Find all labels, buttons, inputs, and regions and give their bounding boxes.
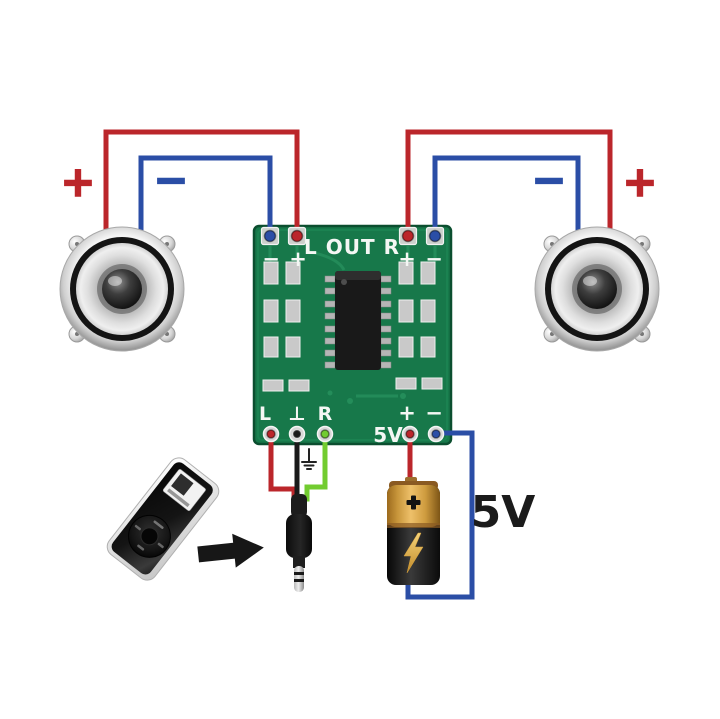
- player-click-wheel: [127, 514, 171, 558]
- amplifier-ic-chip: [324, 271, 392, 370]
- board-output-pads: [260, 226, 445, 246]
- wire-left-speaker-positive: [103, 129, 300, 241]
- wire-audio-left: [268, 429, 297, 501]
- wires: [103, 129, 613, 600]
- out-sign-r-minus: −: [425, 247, 443, 271]
- wire-audio-right: [304, 429, 328, 502]
- power-sign-minus: −: [425, 401, 443, 425]
- out-sign-r-plus: +: [398, 247, 416, 271]
- right-speaker: [534, 226, 660, 352]
- amplifier-board: L OUT R − + + − L ⊥ R + − 5V: [252, 224, 453, 447]
- player-screen: [162, 469, 206, 511]
- right-speaker-minus-label: −: [531, 155, 566, 204]
- out-sign-l-minus: −: [262, 247, 280, 271]
- battery-plus-icon: [406, 495, 421, 510]
- pcb-traces: [268, 246, 437, 404]
- supply-voltage-label: 5V: [471, 487, 536, 538]
- battery-5v: [387, 477, 440, 585]
- power-sign-plus: +: [398, 401, 416, 425]
- right-speaker-plus-label: +: [622, 157, 657, 206]
- ground-icon: [301, 448, 317, 470]
- out-sign-l-plus: +: [289, 247, 307, 271]
- smd-components: [262, 261, 443, 392]
- wire-right-speaker-positive: [405, 129, 613, 241]
- input-label-right: R: [318, 403, 333, 425]
- battery-bolt-icon: [403, 532, 424, 574]
- board-output-title: L OUT R: [304, 235, 400, 259]
- left-speaker-plus-label: +: [60, 157, 95, 206]
- audio-jack-plug: [286, 494, 312, 592]
- arrow-icon: [197, 533, 264, 568]
- wire-right-speaker-negative: [432, 155, 581, 241]
- input-label-left: L: [259, 403, 271, 425]
- input-label-ground: ⊥: [288, 403, 305, 425]
- media-player: [106, 457, 220, 581]
- left-speaker-minus-label: −: [153, 155, 188, 204]
- board-power-label: 5V: [373, 423, 403, 447]
- board-input-power-pads: [262, 425, 445, 443]
- wire-left-speaker-negative: [138, 155, 273, 241]
- left-speaker: [59, 226, 185, 352]
- wire-battery-negative: [405, 430, 475, 600]
